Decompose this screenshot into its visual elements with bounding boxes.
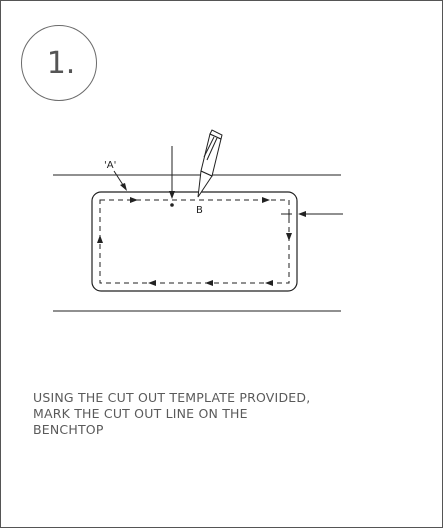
direction-arrows xyxy=(97,197,292,286)
cutout-template xyxy=(91,191,298,292)
label-b: B xyxy=(196,205,203,216)
pencil-icon xyxy=(197,129,223,198)
pointer-arrow-top xyxy=(169,191,175,199)
label-a-leader-arrow xyxy=(120,183,127,191)
label-a: 'A' xyxy=(104,160,116,171)
step-number-badge: 1. xyxy=(21,25,97,101)
instruction-line: MARK THE CUT OUT LINE ON THE xyxy=(33,406,248,421)
step-number: 1. xyxy=(46,45,76,81)
cut-out-line xyxy=(99,199,290,284)
pointer-arrow-right xyxy=(298,211,306,217)
instruction-line: BENCHTOP xyxy=(33,422,104,437)
instruction-text: USING THE CUT OUT TEMPLATE PROVIDED, MAR… xyxy=(33,390,413,438)
mark-dot xyxy=(170,203,174,207)
instruction-line: USING THE CUT OUT TEMPLATE PROVIDED, xyxy=(33,390,311,405)
